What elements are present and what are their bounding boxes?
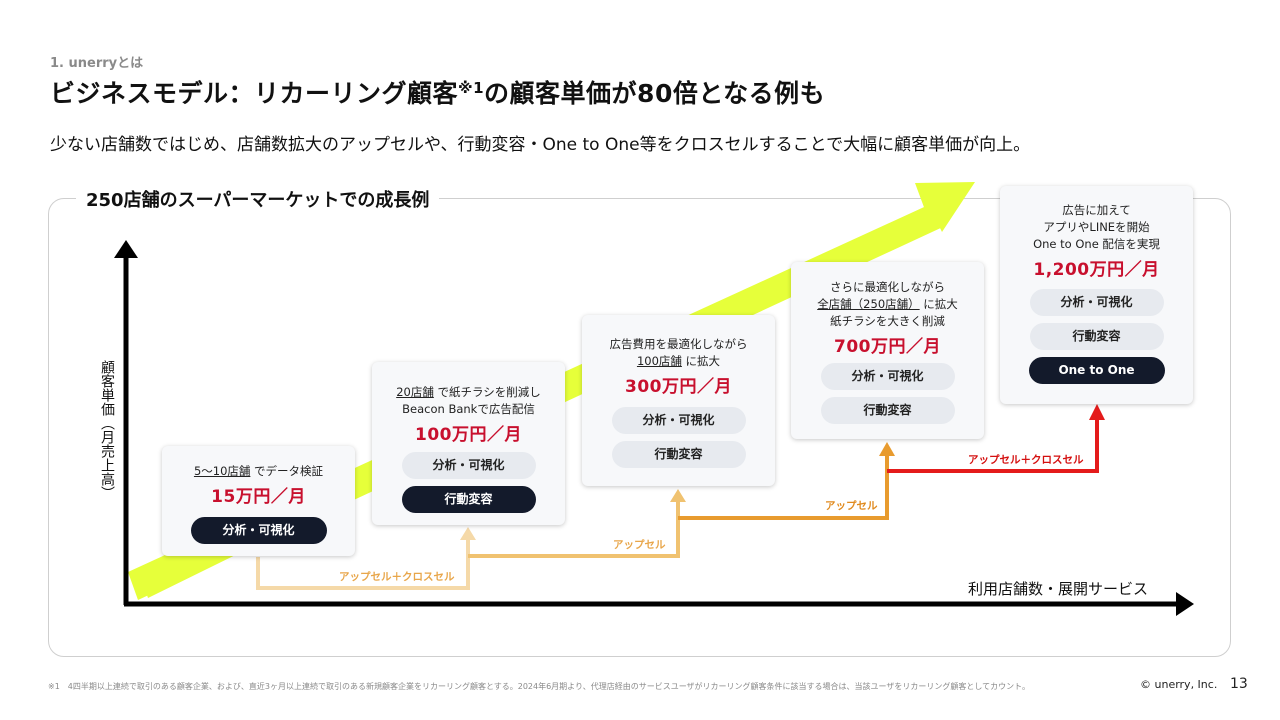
stage-4-stores: 全店舗（250店舗） [817, 297, 920, 311]
stage-1-price: 15万円／月 [211, 487, 306, 507]
stage-2-desc-2: Beacon Bankで広告配信 [402, 402, 535, 416]
stage-1-pill-analytics: 分析・可視化 [190, 517, 327, 544]
stage-card-2: 20店舗 で紙チラシを削減し Beacon Bankで広告配信 100万円／月 … [372, 362, 565, 525]
stage-4-desc-2: 全店舗（250店舗） に拡大 [791, 296, 984, 313]
stage-5-desc-1: 広告に加えて [1062, 203, 1131, 217]
section-label: 1. unerryとは [50, 56, 144, 71]
footnote: ※1 4四半期以上連続で取引のある顧客企業、および、直近3ヶ月以上連続で取引のあ… [48, 682, 1030, 691]
stage-2-stores: 20店舗 [396, 385, 434, 399]
stage-3-stores: 100店舗 [636, 354, 682, 368]
connector-4-arrowhead [1089, 404, 1105, 420]
stage-card-3: 広告費用を最適化しながら 100店舗 に拡大 300万円／月 分析・可視化 行動… [582, 315, 775, 486]
stage-4-desc-1: さらに最適化しながら [830, 280, 945, 294]
stage-3-price: 300万円／月 [625, 377, 732, 397]
stage-5-pill-one-to-one: One to One [1028, 357, 1165, 384]
y-axis-label: 顧客単価（月売上高） [99, 360, 115, 500]
stage-4-pill-analytics: 分析・可視化 [820, 363, 955, 390]
stage-3-desc-1: 広告費用を最適化しながら [609, 337, 748, 351]
stage-1-desc-rest: でデータ検証 [250, 464, 324, 478]
connector-2-label: アップセル [613, 539, 666, 551]
stage-4-pill-behavior: 行動変容 [820, 397, 955, 424]
stage-card-1: 5〜10店舗 でデータ検証 15万円／月 分析・可視化 [162, 446, 355, 556]
page-subtitle: 少ない店舗数ではじめ、店舗数拡大のアップセルや、行動変容・One to One等… [50, 135, 1031, 155]
stage-4-price: 700万円／月 [834, 337, 941, 357]
stage-4-desc-3: 紙チラシを大きく削減 [830, 314, 945, 328]
stage-5-price: 1,200万円／月 [1033, 260, 1160, 280]
connector-1-label: アップセル＋クロスセル [339, 571, 455, 583]
connector-4-label: アップセル＋クロスセル [968, 454, 1084, 466]
stage-5-pill-analytics: 分析・可視化 [1029, 289, 1164, 316]
title-part-2: の顧客単価が80倍となる例も [484, 79, 826, 108]
title-part-1: ビジネスモデル：リカーリング顧客 [50, 79, 459, 108]
stage-2-pill-behavior: 行動変容 [401, 486, 536, 513]
connector-2-arrowhead [670, 489, 686, 502]
connector-1 [256, 538, 470, 590]
stage-1-desc: 5〜10店舗 でデータ検証 [162, 463, 355, 480]
y-axis-arrowhead [114, 240, 138, 258]
page-number: 13 [1230, 676, 1248, 692]
stage-5-desc-2: アプリやLINEを開始 [1043, 220, 1150, 234]
stage-3-desc-rest: に拡大 [681, 354, 721, 368]
connector-3 [678, 454, 889, 520]
page-title: ビジネスモデル：リカーリング顧客※1の顧客単価が80倍となる例も [50, 74, 825, 110]
stage-card-4: さらに最適化しながら 全店舗（250店舗） に拡大 紙チラシを大きく削減 700… [791, 262, 984, 439]
copyright: © unerry, Inc. [1140, 678, 1218, 691]
diagram-title: 250店舗のスーパーマーケットでの成長例 [76, 186, 440, 212]
stage-2-desc-rest: で紙チラシを削減し [433, 385, 541, 399]
stage-2-pill-analytics: 分析・可視化 [401, 452, 536, 479]
connector-4 [887, 418, 1099, 473]
connector-3-label: アップセル [825, 500, 878, 512]
diagram-frame [48, 198, 1231, 657]
x-axis-arrowhead [1176, 592, 1194, 616]
stage-2-price: 100万円／月 [415, 425, 522, 445]
stage-1-stores: 5〜10店舗 [193, 464, 251, 478]
stage-4-desc-rest: に拡大 [919, 297, 958, 311]
stage-5-desc-3: One to One 配信を実現 [1033, 237, 1160, 251]
title-footnote-mark: ※1 [458, 79, 485, 97]
stage-3-pill-analytics: 分析・可視化 [611, 407, 746, 434]
stage-card-5: 広告に加えて アプリやLINEを開始 One to One 配信を実現 1,20… [1000, 186, 1193, 404]
x-axis-label: 利用店舗数・展開サービス [968, 580, 1149, 598]
stage-3-desc-2: 100店舗 に拡大 [582, 353, 775, 370]
stage-5-pill-behavior: 行動変容 [1029, 323, 1164, 350]
stage-2-desc: 20店舗 で紙チラシを削減し [372, 384, 565, 401]
connector-3-arrowhead [879, 442, 895, 456]
connector-1-arrowhead [460, 527, 476, 540]
stage-3-pill-behavior: 行動変容 [611, 441, 746, 468]
